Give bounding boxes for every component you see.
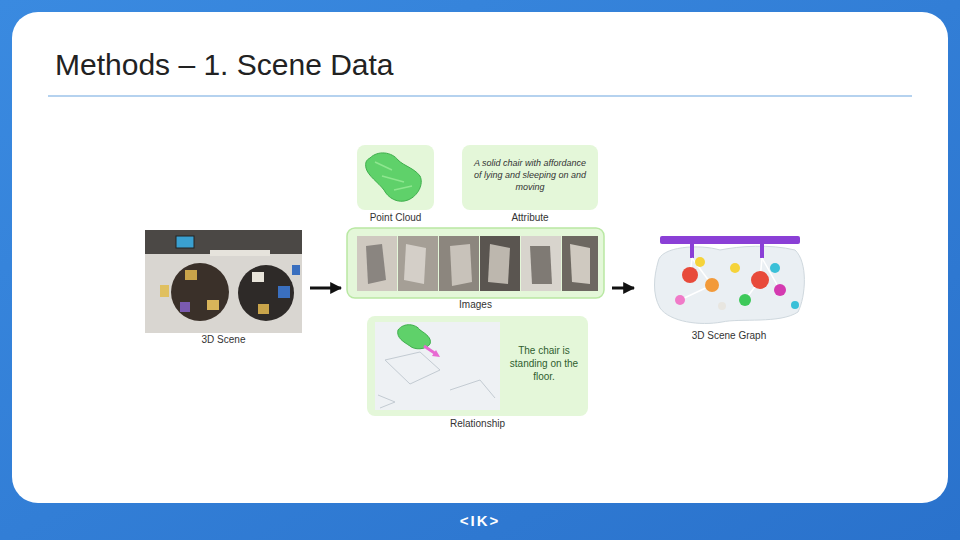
relationship-text: The chair is standing on the floor. xyxy=(505,344,583,383)
caption-label: 3D Scene Graph xyxy=(640,330,818,342)
caption-label: Point Cloud xyxy=(357,212,434,224)
flow-arrow xyxy=(612,287,634,290)
white-panel xyxy=(12,12,948,503)
caption-label: Attribute xyxy=(462,212,598,224)
attribute-text: A solid chair with affordance of lying a… xyxy=(470,157,590,193)
flow-arrow xyxy=(310,287,341,290)
images-box: Images xyxy=(347,228,604,312)
scene-graph-box: 3D Scene Graph xyxy=(640,230,818,342)
attribute-box: A solid chair with affordance of lying a… xyxy=(462,145,598,225)
slide-title: Methods – 1. Scene Data xyxy=(55,48,394,82)
relationship-panel xyxy=(367,316,588,416)
point-cloud-panel xyxy=(357,145,434,210)
relationship-box: The chair is standing on the floor. Relat… xyxy=(367,316,588,432)
attribute-panel xyxy=(462,145,598,210)
title-rule xyxy=(48,95,912,97)
caption-label: Images xyxy=(347,299,604,311)
images-strip xyxy=(347,228,604,298)
point-cloud-box: Point Cloud xyxy=(357,145,434,225)
footer-logo: <IK> xyxy=(380,512,580,529)
caption-label: Relationship xyxy=(367,418,588,430)
scene-image-box: 3D Scene xyxy=(145,230,302,350)
scene-photo xyxy=(145,230,302,333)
scene-graph xyxy=(655,236,805,323)
caption-label: 3D Scene xyxy=(145,334,302,346)
